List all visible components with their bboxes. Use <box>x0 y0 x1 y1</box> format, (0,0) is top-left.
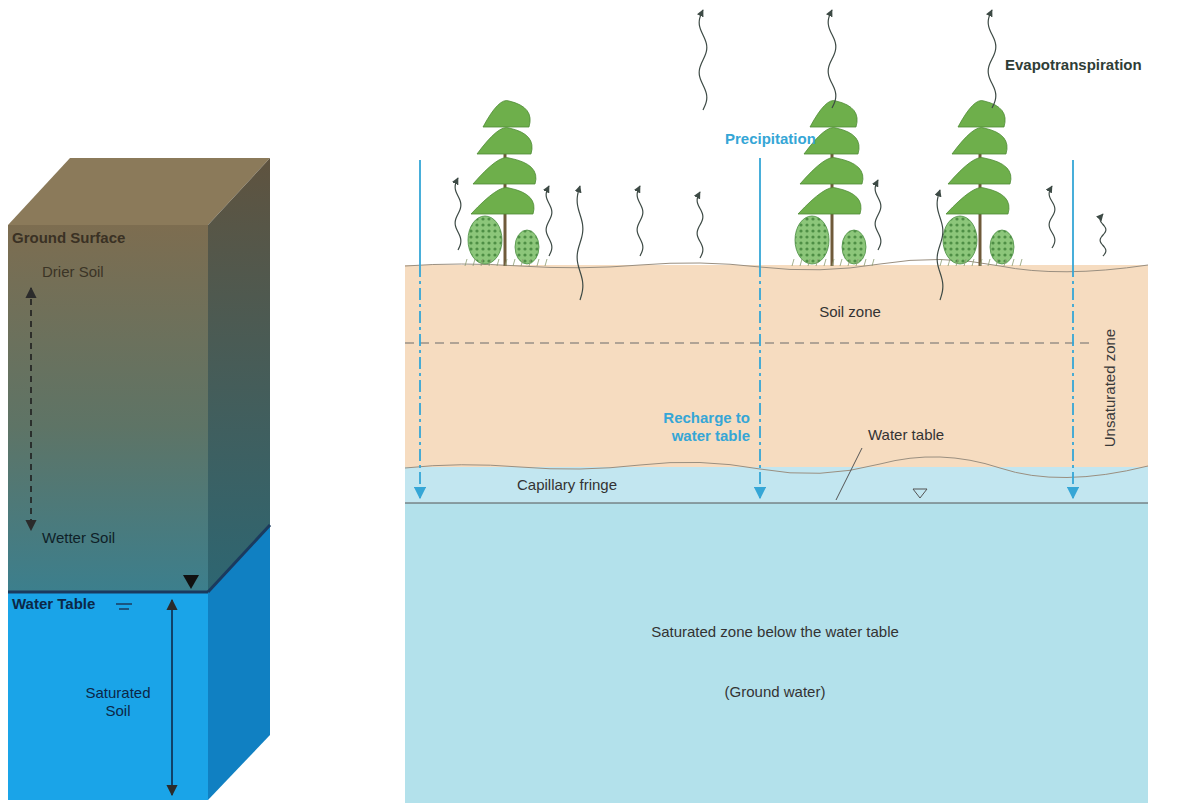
process-label: Recharge to water table <box>650 409 750 445</box>
tree <box>792 101 874 266</box>
water-table-label: Water Table <box>12 595 95 613</box>
zone-label: Capillary fringe <box>517 476 617 494</box>
evapotranspiration-arrows <box>455 10 1106 300</box>
evapotranspiration-arrow <box>875 180 881 250</box>
process-label: Evapotranspiration <box>1005 56 1142 74</box>
zone-label: Saturated Soil <box>76 684 160 720</box>
tree <box>465 101 547 266</box>
evapotranspiration-arrow <box>637 186 643 256</box>
precipitation-arrows <box>420 158 1073 498</box>
evapotranspiration-arrow <box>937 190 943 300</box>
surface-label: Ground Surface <box>12 229 125 247</box>
evapotranspiration-arrow <box>828 10 836 108</box>
soil-label: Drier Soil <box>42 263 104 281</box>
evapotranspiration-arrow <box>699 10 707 110</box>
process-label: Precipitation <box>725 130 816 148</box>
capillary-fringe-band: Capillary fringe <box>405 467 1148 503</box>
soil-label: Wetter Soil <box>42 529 115 547</box>
unsaturated-soil-block: Ground SurfaceDrier SoilWetter Soil <box>8 225 208 592</box>
tree <box>940 101 1022 266</box>
unsaturated-zone-band: Unsaturated zone Soil zone <box>405 265 1148 467</box>
saturated-zone-band: Saturated zone below the water table (Gro… <box>405 503 1148 803</box>
evapotranspiration-arrow <box>697 192 703 258</box>
zone-label: Unsaturated zone <box>1101 314 1119 462</box>
evapotranspiration-arrow <box>988 10 996 108</box>
evapotranspiration-arrow <box>455 178 461 250</box>
zone-label: Saturated zone below the water table <box>650 623 900 641</box>
zone-label: Soil zone <box>800 303 900 321</box>
cross-section <box>405 259 1148 803</box>
evapotranspiration-arrow <box>546 186 552 256</box>
evapotranspiration-arrow <box>1100 214 1106 256</box>
zone-label: (Ground water) <box>670 683 880 701</box>
water-table-label: Water table <box>868 426 944 444</box>
evapotranspiration-arrow <box>577 186 583 300</box>
soil-block <box>8 158 270 800</box>
saturated-soil-block: Water TableSaturated Soil <box>8 592 208 800</box>
vegetation <box>465 101 1022 266</box>
evapotranspiration-arrow <box>1049 186 1055 248</box>
soil-zone-band: Soil zone <box>405 265 1095 343</box>
